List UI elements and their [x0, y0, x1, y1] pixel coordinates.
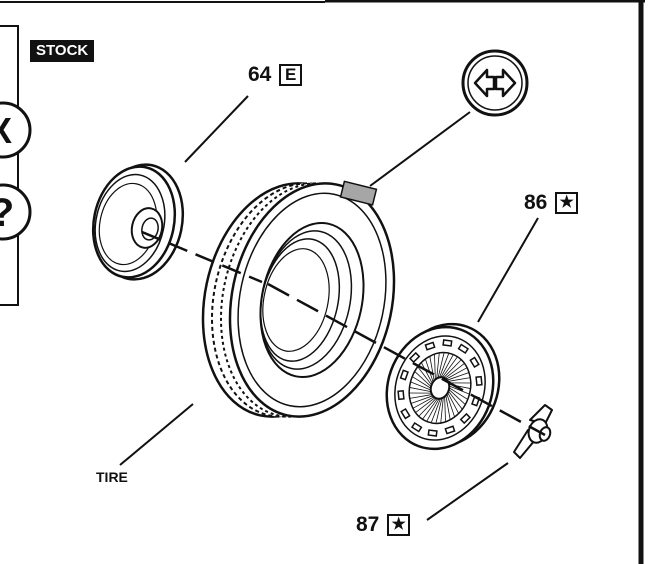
wheel-spoke: [439, 353, 450, 378]
wheel-spoke: [447, 377, 471, 382]
wheel-spoke: [425, 358, 434, 383]
outer-wheel-part-86: [385, 322, 501, 451]
tire: [201, 182, 396, 418]
wheel-spoke: [410, 395, 433, 404]
wheel-spoke: [412, 396, 435, 409]
side-symbols: X ?: [0, 101, 32, 241]
part-marker-box: E: [279, 64, 303, 87]
spinner-part-87: [513, 404, 553, 459]
part-number: 64: [248, 63, 272, 86]
tire-label: TIRE: [96, 469, 128, 485]
wheel-spoke: [437, 352, 445, 378]
side-symbol-x: X: [0, 110, 12, 151]
wheel-slot: [399, 369, 409, 381]
part-label-64: 64 E: [248, 63, 303, 87]
wheel-spoke: [417, 366, 432, 386]
wheel-slot: [469, 356, 480, 369]
wheel-spoke: [414, 371, 432, 387]
wheel-spoke: [409, 394, 433, 399]
wheel-slot: [459, 412, 472, 425]
wheel-spoke: [422, 398, 438, 420]
wheel-slot: [442, 339, 453, 347]
wheel-slot: [424, 341, 436, 351]
wheel-spoke: [429, 356, 435, 381]
wheel-spoke: [449, 385, 470, 395]
wheel-spoke: [409, 387, 432, 392]
wheel-spoke: [448, 389, 466, 405]
wheel-slot: [457, 343, 470, 355]
wheel-spoke: [446, 393, 455, 418]
wheel-spoke: [426, 398, 440, 422]
axle-centerline: [141, 230, 546, 437]
wheel-slot: [444, 425, 456, 435]
wheel-spoke: [445, 395, 451, 420]
wheel-spoke: [415, 397, 436, 413]
part-number: 86: [524, 191, 548, 214]
part-label-86: 86 ★: [524, 191, 579, 215]
part-number: 87: [356, 513, 380, 536]
wheel-slot: [400, 407, 411, 420]
star-icon: ★: [555, 192, 579, 215]
wheel-spoke: [440, 354, 454, 378]
part-label-87: 87 ★: [356, 513, 411, 537]
wheel-spoke: [445, 367, 468, 380]
wheel-spoke: [448, 387, 468, 400]
wheel-spoke: [448, 390, 463, 410]
wheel-spoke: [420, 362, 433, 384]
wheel-spoke: [442, 356, 458, 378]
wheel-slot: [397, 389, 405, 401]
side-symbol-question: ?: [0, 191, 14, 235]
wheel-spoke: [412, 376, 432, 389]
wheel-spoke: [444, 396, 446, 422]
tire-weight-block: [339, 180, 378, 206]
wheel-spoke: [430, 398, 441, 423]
wheel-slot: [408, 351, 421, 364]
wheel-spoke: [444, 363, 465, 379]
wheel-spoke: [418, 398, 437, 417]
inner-hub-part-64: [91, 163, 185, 281]
wheel-spoke: [440, 397, 444, 424]
stock-badge: STOCK: [30, 40, 95, 62]
wheel-spoke: [434, 354, 436, 380]
wheel-slot: [410, 421, 423, 433]
interchange-arrows-icon: [461, 49, 529, 117]
wheel-spoke: [447, 372, 470, 381]
wheel-spoke: [435, 398, 443, 424]
wheel-spoke: [436, 352, 440, 379]
wheel-slot: [475, 375, 483, 387]
wheel-spoke: [447, 392, 460, 414]
wheel-spoke: [443, 359, 462, 378]
leader-lines: [119, 95, 539, 521]
wheel-spoke: [410, 381, 431, 391]
star-icon: ★: [387, 514, 411, 537]
wheel-slot: [427, 429, 438, 437]
